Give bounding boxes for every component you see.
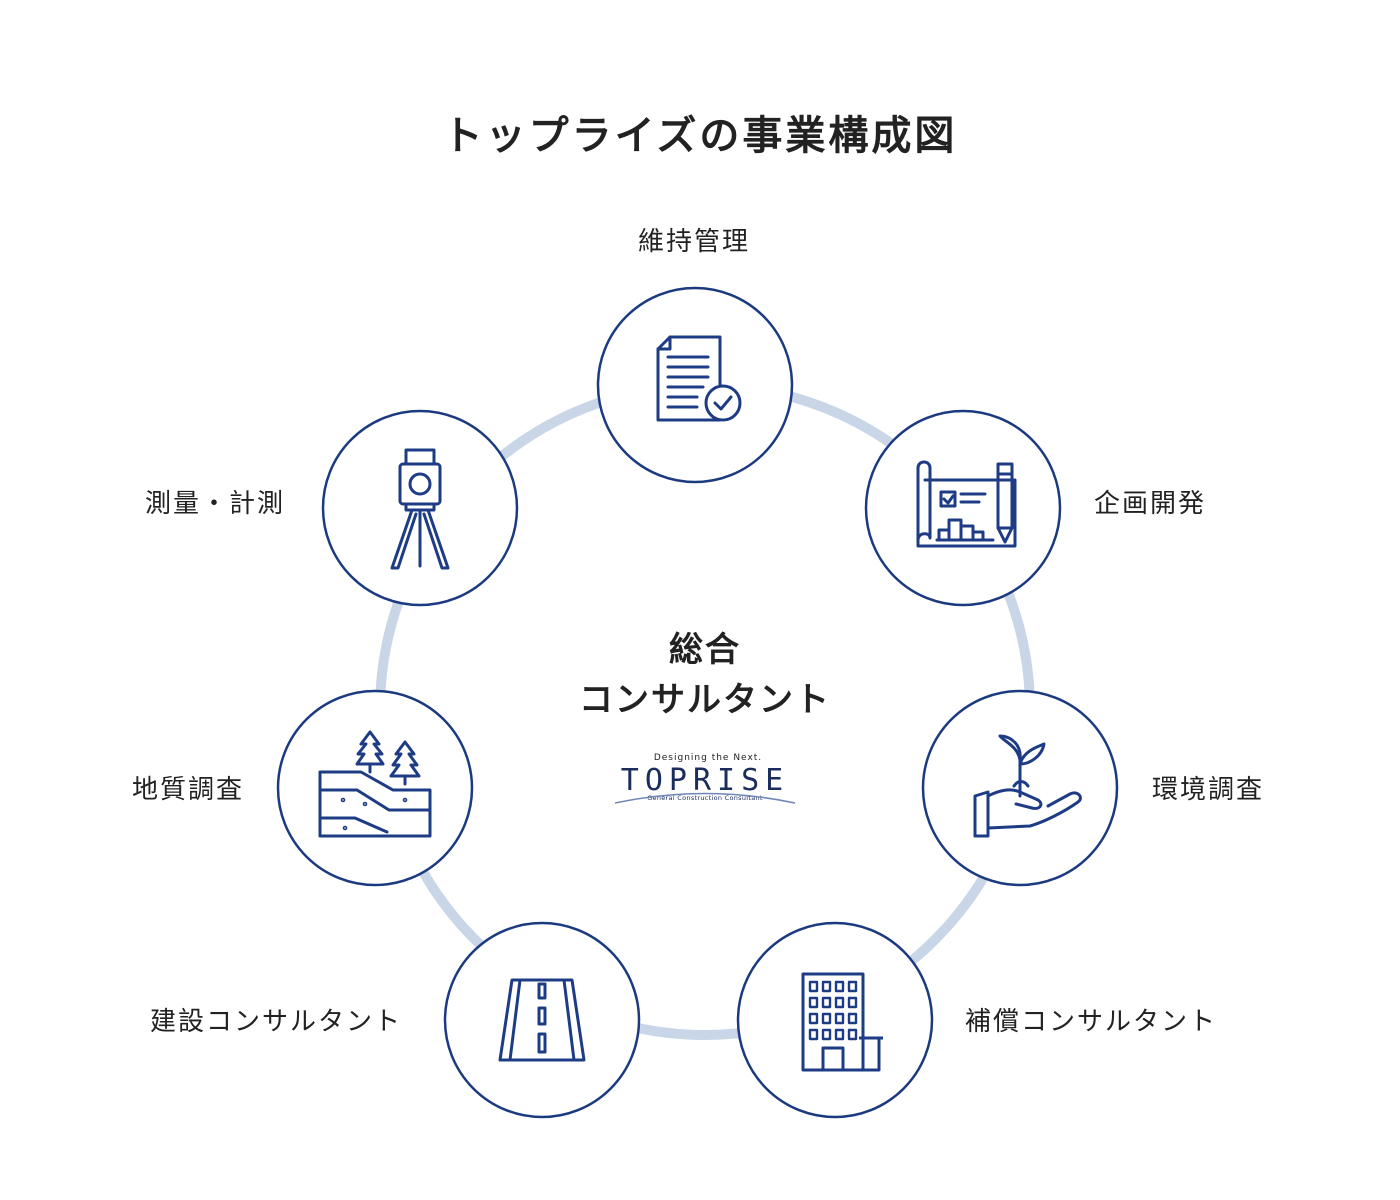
node-construction xyxy=(443,921,641,1119)
label-planning: 企画開発 xyxy=(1094,489,1207,519)
blueprint-pencil-icon xyxy=(916,460,1017,548)
logo-brand: TOPRISE xyxy=(620,763,790,798)
center-line-2: コンサルタント xyxy=(579,680,831,720)
node-environment xyxy=(921,689,1119,887)
logo-arc xyxy=(615,792,795,804)
document-check-icon xyxy=(656,335,742,422)
hand-sprout-icon xyxy=(973,734,1082,838)
node-planning xyxy=(864,409,1062,607)
road-icon xyxy=(498,978,586,1062)
label-surveying: 測量・計測 xyxy=(145,489,286,519)
node-surveying xyxy=(321,409,519,607)
node-geology xyxy=(276,689,474,887)
label-construction: 建設コンサルタント xyxy=(150,1007,403,1037)
logo-subtitle: General Construction Consultant xyxy=(647,794,763,802)
geology-trees-icon xyxy=(318,730,432,838)
label-environment: 環境調査 xyxy=(1152,775,1265,805)
center-text: 総合 コンサルタント xyxy=(505,625,905,725)
center-line-1: 総合 xyxy=(669,630,741,670)
surveying-instrument-icon xyxy=(390,448,450,570)
page-title: トップライズの事業構成図 xyxy=(442,113,958,159)
label-geology: 地質調査 xyxy=(132,775,245,805)
logo-tagline: Designing the Next. xyxy=(653,753,763,763)
node-maintenance xyxy=(596,286,794,484)
label-compensation: 補償コンサルタント xyxy=(965,1007,1218,1037)
label-maintenance: 維持管理 xyxy=(638,227,751,257)
node-compensation xyxy=(736,921,934,1119)
office-building-icon xyxy=(801,972,883,1072)
toprise-logo: Designing the Next. TOPRISE General Cons… xyxy=(605,752,805,812)
